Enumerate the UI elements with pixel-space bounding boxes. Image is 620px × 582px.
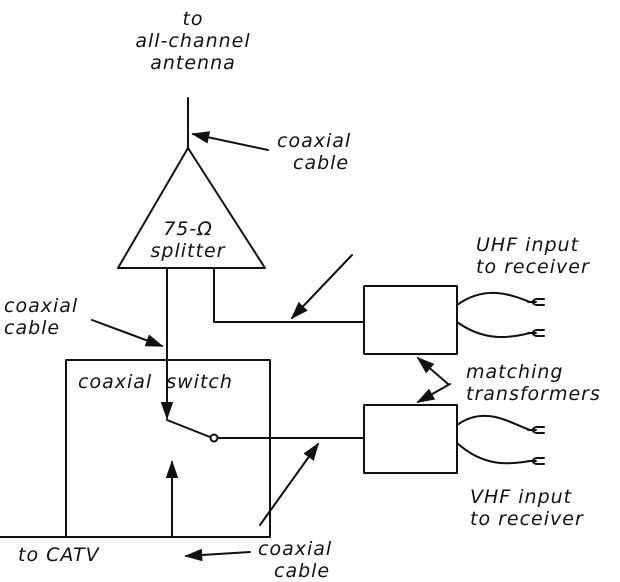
uhf-lead-lower (456, 321, 531, 339)
matching-transformers-label: matching transformers (466, 361, 601, 405)
vhf-lead-upper (456, 414, 531, 431)
uhf-terminal-upper (527, 298, 545, 306)
vhf-terminal-lower (527, 457, 545, 465)
arrow-matching-uhf (416, 356, 449, 385)
catv-label: to CATV (18, 544, 100, 566)
uhf-terminal-lower (527, 329, 545, 337)
uhf-matching-transformer (363, 285, 458, 355)
splitter-triangle (117, 147, 266, 269)
arrow-matching-vhf (416, 383, 451, 403)
uhf-lead-upper (456, 292, 531, 306)
vhf-matching-transformer (363, 404, 458, 474)
vhf-terminal-upper (527, 426, 545, 434)
vhf-lead-lower (456, 442, 531, 465)
coax-cable-label-top: coaxial cable (277, 130, 352, 174)
switch-lever (166, 419, 211, 438)
arrow-coax-bottom (259, 442, 320, 526)
coaxial-switch-label: coaxial switch (78, 371, 233, 393)
vhf-input-label: VHF input to receiver (470, 486, 584, 530)
splitter-label: 75-Ω splitter (150, 218, 226, 262)
coax-cable-label-bottom: coaxial cable (258, 538, 333, 582)
coax-cable-label-left: coaxial cable (4, 295, 79, 339)
splitter-to-uhf-cable (213, 267, 365, 323)
antenna-label: to all-channel antenna (135, 8, 251, 74)
switch-contact (209, 433, 219, 443)
catv-input-line (0, 460, 179, 538)
arrow-coax-uhf (290, 254, 353, 320)
arrow-coax-left (91, 319, 164, 347)
arrow-coax-top (191, 131, 269, 151)
uhf-input-label: UHF input to receiver (476, 234, 590, 278)
arrow-catv-label (184, 548, 251, 562)
